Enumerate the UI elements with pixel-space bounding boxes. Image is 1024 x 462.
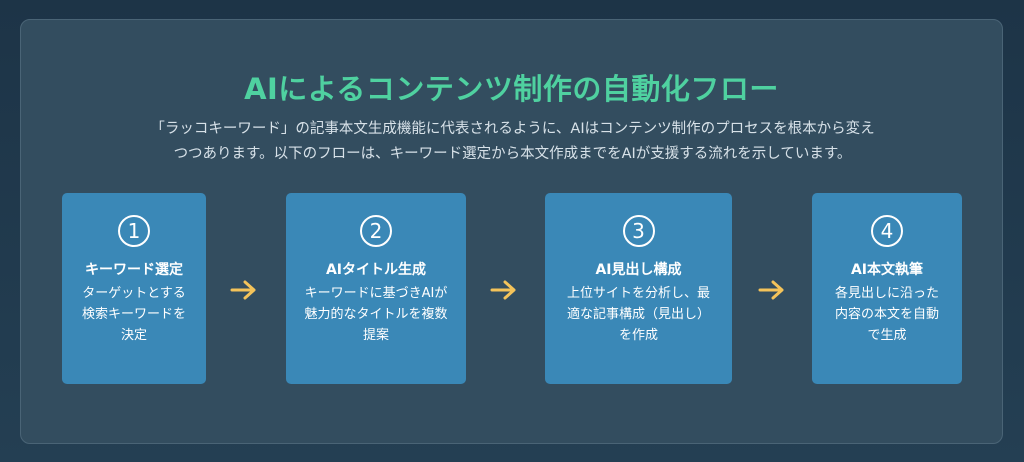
step-title: キーワード選定 — [85, 262, 183, 278]
step-title: AI見出し構成 — [595, 262, 682, 278]
arrow-right-icon — [490, 280, 516, 300]
step-description: 上位サイトを分析し、最適な記事構成（見出し）を作成 — [566, 286, 710, 343]
step-description: ターゲットとする検索キーワードを決定 — [81, 286, 186, 343]
step-card-3: 3 AI見出し構成 上位サイトを分析し、最適な記事構成（見出し）を作成 — [545, 193, 732, 384]
step-card-2: 2 AIタイトル生成 キーワードに基づきAIが魅力的なタイトルを複数提案 — [286, 193, 466, 384]
step-number-badge: 2 — [360, 215, 392, 247]
step-title: AI本文執筆 — [850, 262, 924, 278]
step-description: 各見出しに沿った内容の本文を自動で生成 — [834, 286, 939, 343]
page-title: AIによるコンテンツ制作の自動化フロー — [244, 72, 779, 106]
step-title: AIタイトル生成 — [325, 262, 427, 278]
description-text: 「ラッコキーワード」の記事本文生成機能に代表されるように、AIはコンテンツ制作の… — [150, 121, 875, 162]
arrow-right-icon — [758, 280, 784, 300]
step-number-badge: 4 — [871, 215, 903, 247]
step-card-4: 4 AI本文執筆 各見出しに沿った内容の本文を自動で生成 — [812, 193, 962, 384]
step-card-1: 1 キーワード選定 ターゲットとする検索キーワードを決定 — [62, 193, 206, 384]
arrow-right-icon — [230, 280, 256, 300]
step-description: キーワードに基づきAIが魅力的なタイトルを複数提案 — [304, 286, 448, 343]
step-number-badge: 3 — [622, 215, 655, 247]
step-number-badge: 1 — [118, 215, 150, 247]
